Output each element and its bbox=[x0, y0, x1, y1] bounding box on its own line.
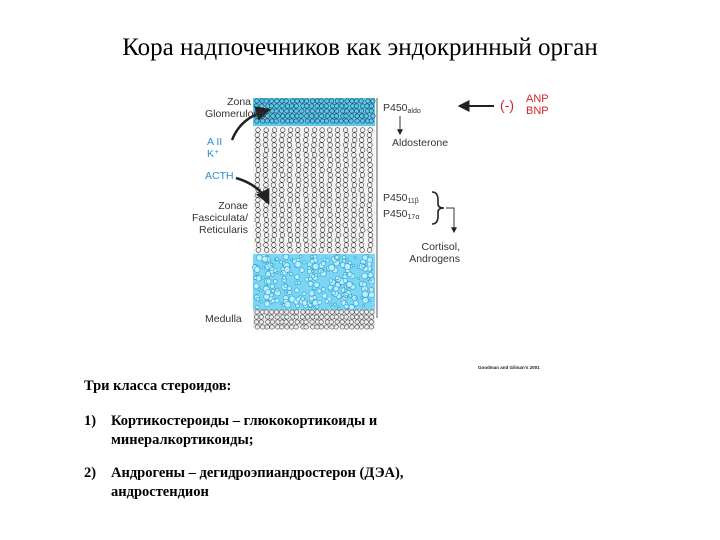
p450-aldo-label: P450aldo bbox=[383, 102, 421, 115]
glomerulosa-cells bbox=[253, 98, 376, 124]
cortisol-androgens-label: Cortisol, Androgens bbox=[409, 241, 460, 265]
enzyme-bracket bbox=[431, 191, 445, 225]
medulla-label: Medulla bbox=[205, 313, 242, 325]
anp-bnp-label: ANP BNP bbox=[526, 93, 549, 117]
slide-title: Кора надпочечников как эндокринный орган bbox=[122, 34, 598, 61]
fasciculata-cell-columns bbox=[254, 127, 374, 253]
list-item: 1) bbox=[84, 413, 97, 429]
list-item-text: Кортикостероиды – глюкокортикоиды и мине… bbox=[111, 413, 378, 448]
acth-label: ACTH bbox=[205, 170, 234, 182]
aldosterone-label: Aldosterone bbox=[392, 137, 449, 149]
capsule-cells bbox=[253, 309, 375, 330]
zona-glomerulosa-label: Zona Glomerulosa bbox=[205, 96, 265, 120]
list-item: 2) bbox=[84, 465, 97, 481]
list-item-text: Андрогены – дегидроэпиандростерон (ДЭА),… bbox=[111, 465, 404, 500]
a2-arrow bbox=[230, 106, 271, 141]
steroid-classes-heading: Три класса стероидов: bbox=[84, 378, 232, 394]
stimulant-a2-k: A II K⁺ bbox=[207, 136, 223, 160]
p450-17a-label: P45017α bbox=[383, 208, 420, 221]
zonae-fasciculata-label: Zonae Fasciculata/ Reticularis bbox=[191, 200, 248, 236]
medulla-cells bbox=[252, 253, 376, 311]
p450-11b-label: P45011β bbox=[383, 192, 419, 205]
acth-arrow bbox=[235, 176, 270, 205]
inhibition-sign: (-) bbox=[500, 97, 514, 113]
citation: Goodman and Gilman's 2001 bbox=[478, 365, 540, 370]
